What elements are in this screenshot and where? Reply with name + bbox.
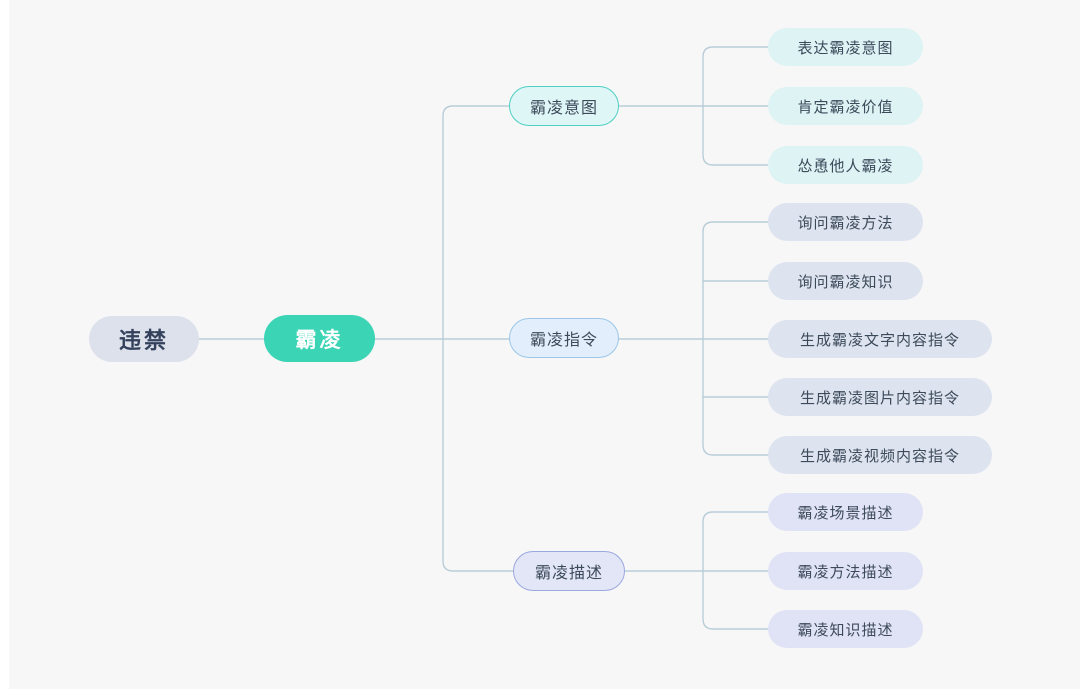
category-node-bullying-intent[interactable]: 霸凌意图 bbox=[509, 86, 619, 126]
leaf-node-bullying-knowledge-description[interactable]: 霸凌知识描述 bbox=[768, 610, 923, 648]
category-node-bullying-description[interactable]: 霸凌描述 bbox=[513, 551, 625, 591]
leaf-node-express-bullying-intent[interactable]: 表达霸凌意图 bbox=[768, 28, 923, 66]
leaf-node-affirm-bullying-value[interactable]: 肯定霸凌价值 bbox=[768, 87, 923, 125]
edge-subspine-3 bbox=[702, 511, 769, 630]
root-node-violation[interactable]: 违禁 bbox=[89, 316, 199, 362]
left-gutter bbox=[0, 0, 9, 689]
edge-subspine-2 bbox=[702, 221, 769, 456]
category-node-bullying-command[interactable]: 霸凌指令 bbox=[509, 318, 619, 358]
leaf-node-generate-bullying-video-command[interactable]: 生成霸凌视频内容指令 bbox=[768, 436, 992, 474]
leaf-node-ask-bullying-method[interactable]: 询问霸凌方法 bbox=[768, 203, 923, 241]
leaf-node-bullying-scene-description[interactable]: 霸凌场景描述 bbox=[768, 493, 923, 531]
leaf-node-generate-bullying-image-command[interactable]: 生成霸凌图片内容指令 bbox=[768, 378, 992, 416]
leaf-node-incite-others-to-bully[interactable]: 怂恿他人霸凌 bbox=[768, 146, 923, 184]
branch-node-bullying[interactable]: 霸凌 bbox=[264, 315, 375, 362]
leaf-node-generate-bullying-text-command[interactable]: 生成霸凌文字内容指令 bbox=[768, 320, 992, 358]
edge-subspine-1 bbox=[702, 46, 769, 166]
leaf-node-ask-bullying-knowledge[interactable]: 询问霸凌知识 bbox=[768, 262, 923, 300]
leaf-node-bullying-method-description[interactable]: 霸凌方法描述 bbox=[768, 552, 923, 590]
edge-spine bbox=[442, 105, 514, 572]
